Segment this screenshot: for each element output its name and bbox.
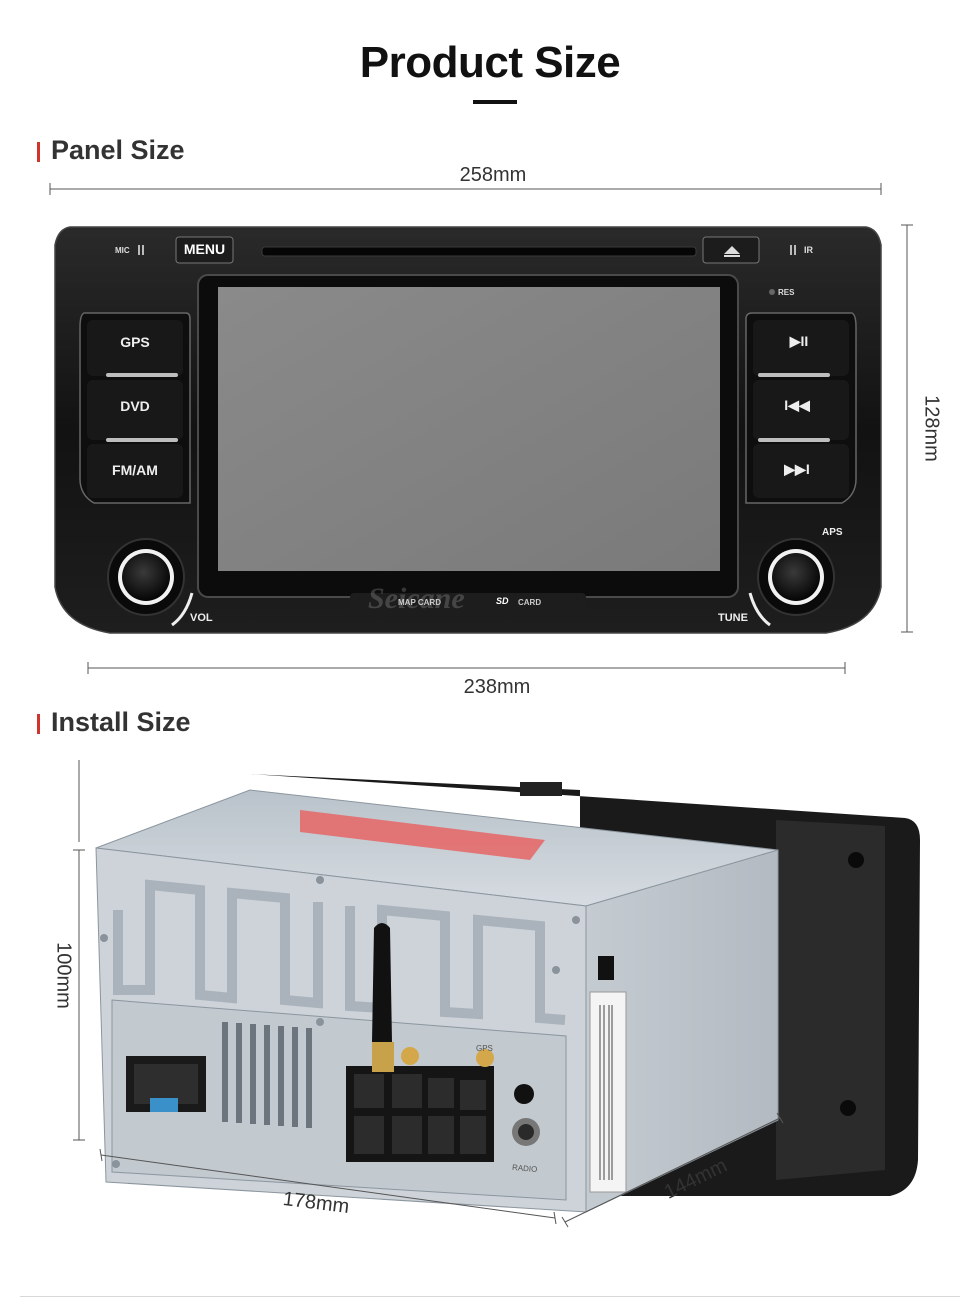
mic-label: MIC	[115, 246, 130, 255]
vol-label: VOL	[190, 612, 213, 624]
watermark: Seicane	[368, 582, 465, 615]
gps-button[interactable]: GPS	[120, 334, 150, 350]
map-card-label: MAP CARD	[398, 598, 441, 607]
install-chassis	[78, 760, 920, 1213]
fm-am-button[interactable]: FM/AM	[112, 462, 158, 478]
install-height-label: 100mm	[52, 942, 75, 1009]
page-title: Product Size	[359, 38, 621, 87]
previous-track-button[interactable]: I◀◀	[784, 397, 810, 413]
panel-width-label: 258mm	[459, 164, 527, 186]
res-label: RES	[778, 288, 795, 297]
footer-divider	[20, 1296, 960, 1297]
sd-card-label: CARD	[518, 598, 542, 607]
front-panel-device	[54, 226, 882, 634]
section-marker	[37, 714, 40, 734]
inner-width-label: 238mm	[463, 676, 531, 698]
tune-label: TUNE	[718, 612, 748, 624]
sd-logo: SD	[496, 596, 509, 606]
play-pause-button[interactable]: ▶II	[789, 333, 809, 349]
title-underline	[473, 100, 517, 104]
menu-button[interactable]: MENU	[183, 241, 226, 257]
dvd-button[interactable]: DVD	[120, 398, 150, 414]
panel-size-heading: Panel Size	[51, 135, 185, 165]
panel-dimension-lines	[49, 183, 913, 674]
gps-port-label: GPS	[476, 1044, 493, 1053]
next-track-button[interactable]: ▶▶I	[784, 461, 810, 477]
ir-label: IR	[804, 245, 813, 255]
section-marker	[37, 142, 40, 162]
install-size-heading: Install Size	[51, 707, 191, 737]
aps-label: APS	[822, 527, 843, 538]
